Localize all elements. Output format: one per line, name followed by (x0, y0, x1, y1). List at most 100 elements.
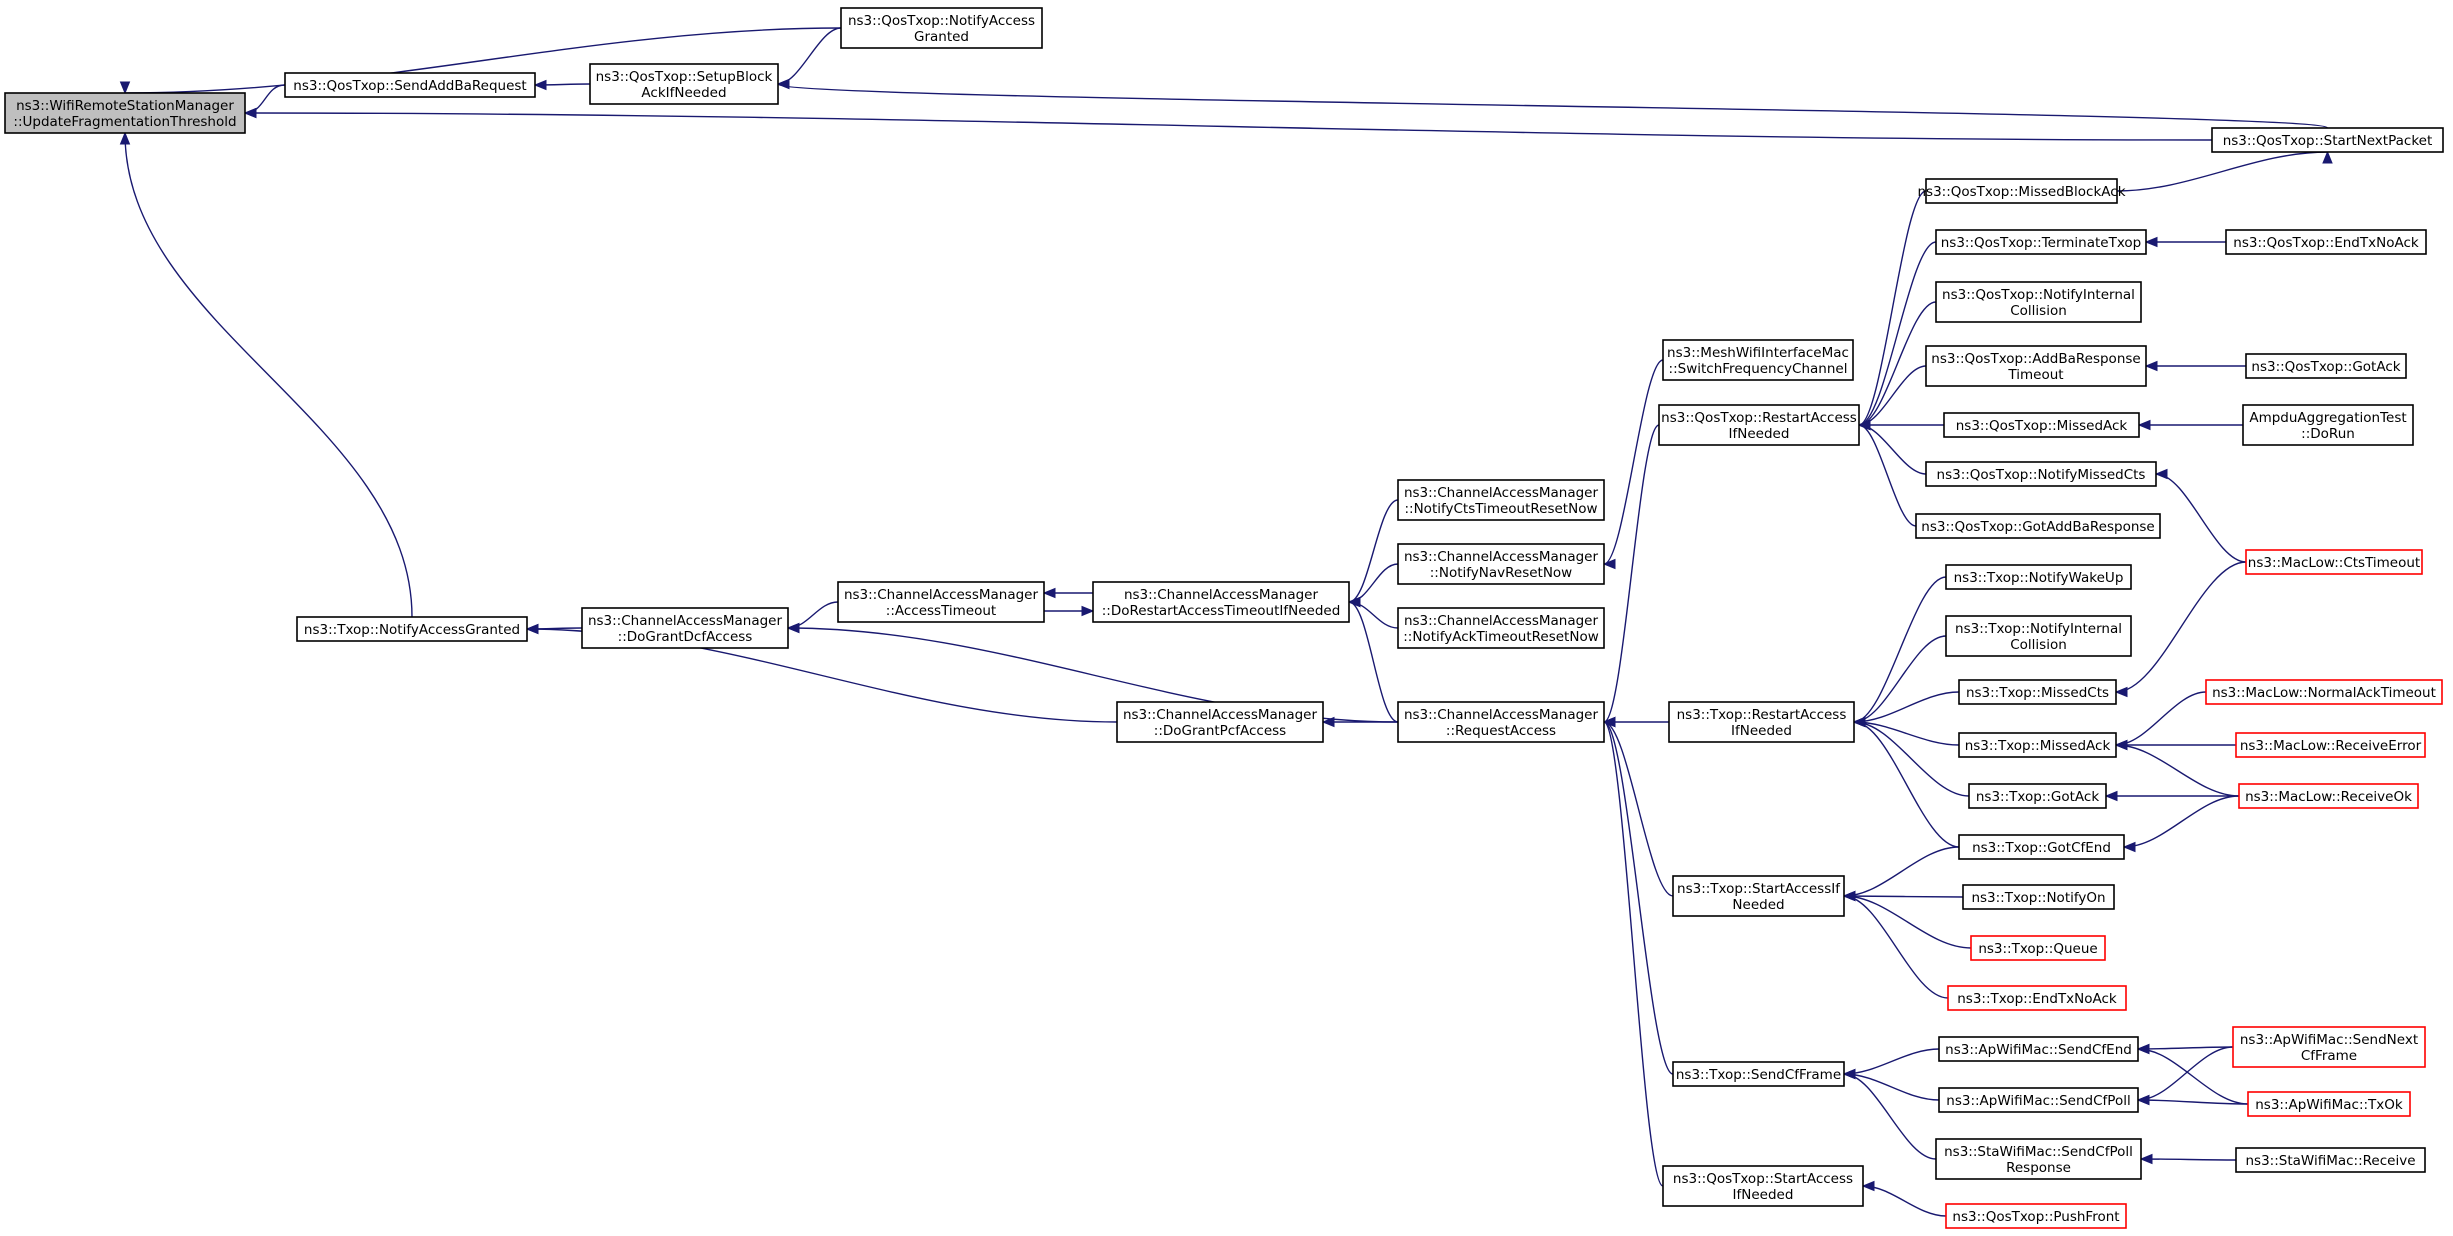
node-apSendCfPoll[interactable]: ns3::ApWifiMac::SendCfPoll (1938, 1087, 2139, 1113)
node-box[interactable] (1945, 1203, 2127, 1229)
node-box[interactable] (1397, 479, 1605, 521)
node-box[interactable] (837, 581, 1045, 623)
node-accessTimeout[interactable]: ns3::ChannelAccessManager::AccessTimeout (837, 581, 1045, 623)
node-doGrantDcf[interactable]: ns3::ChannelAccessManager::DoGrantDcfAcc… (581, 607, 789, 649)
node-box[interactable] (1092, 581, 1350, 623)
node-box[interactable] (1925, 345, 2147, 387)
node-txopGotAck[interactable]: ns3::Txop::GotAck (1968, 783, 2107, 809)
node-box[interactable] (1397, 543, 1605, 585)
node-box[interactable] (1116, 701, 1324, 743)
node-doGrantPcf[interactable]: ns3::ChannelAccessManager::DoGrantPcfAcc… (1116, 701, 1324, 743)
node-box[interactable] (1935, 281, 2142, 323)
node-box[interactable] (1935, 1138, 2142, 1180)
node-box[interactable] (1672, 1061, 1845, 1087)
node-box[interactable] (2245, 549, 2423, 575)
node-txopSendCfFrame[interactable]: ns3::Txop::SendCfFrame (1672, 1061, 1845, 1087)
node-txopMissedCts[interactable]: ns3::Txop::MissedCts (1958, 679, 2117, 705)
node-box[interactable] (1925, 178, 2118, 204)
node-box[interactable] (1935, 229, 2147, 255)
node-txopEndTxNoAck[interactable]: ns3::Txop::EndTxNoAck (1947, 985, 2127, 1011)
node-qosStartNextPacket[interactable]: ns3::QosTxop::StartNextPacket (2211, 127, 2444, 153)
node-macLowNormalAckTimeout[interactable]: ns3::MacLow::NormalAckTimeout (2205, 679, 2443, 705)
node-macLowReceiveError[interactable]: ns3::MacLow::ReceiveError (2235, 732, 2426, 758)
node-txopNotifyOn[interactable]: ns3::Txop::NotifyOn (1962, 884, 2115, 910)
node-box[interactable] (1668, 701, 1855, 743)
node-txopQueue[interactable]: ns3::Txop::Queue (1970, 935, 2106, 961)
node-box[interactable] (1943, 412, 2140, 438)
node-qosNotifyMissedCts[interactable]: ns3::QosTxop::NotifyMissedCts (1925, 461, 2157, 487)
node-box[interactable] (1938, 1036, 2139, 1062)
node-box[interactable] (1968, 783, 2107, 809)
node-qosGotAck[interactable]: ns3::QosTxop::GotAck (2245, 353, 2407, 379)
node-notifyAckReset[interactable]: ns3::ChannelAccessManager::NotifyAckTime… (1397, 607, 1605, 649)
node-box[interactable] (581, 607, 789, 649)
node-box[interactable] (2245, 353, 2407, 379)
node-qosMissedAck[interactable]: ns3::QosTxop::MissedAck (1943, 412, 2140, 438)
node-box[interactable] (1658, 404, 1860, 446)
node-box[interactable] (284, 72, 536, 98)
node-txopNotifyWakeUp[interactable]: ns3::Txop::NotifyWakeUp (1945, 564, 2132, 590)
node-box[interactable] (4, 92, 246, 134)
node-box[interactable] (2205, 679, 2443, 705)
node-box[interactable] (2247, 1091, 2411, 1117)
node-box[interactable] (2242, 404, 2414, 446)
node-root[interactable]: ns3::WifiRemoteStationManager::UpdateFra… (4, 92, 246, 134)
node-box[interactable] (589, 63, 779, 105)
node-txopMissedAck[interactable]: ns3::Txop::MissedAck (1958, 732, 2117, 758)
node-txopNotifyAccessGranted[interactable]: ns3::Txop::NotifyAccessGranted (296, 616, 528, 642)
node-box[interactable] (1962, 884, 2115, 910)
node-box[interactable] (2211, 127, 2444, 153)
node-box[interactable] (1945, 564, 2132, 590)
node-qosEndTxNoAck[interactable]: ns3::QosTxop::EndTxNoAck (2225, 229, 2427, 255)
node-qosTerminateTxop[interactable]: ns3::QosTxop::TerminateTxop (1935, 229, 2147, 255)
node-ampduDoRun[interactable]: AmpduAggregationTest::DoRun (2242, 404, 2414, 446)
node-box[interactable] (1672, 875, 1845, 917)
node-box[interactable] (1397, 607, 1605, 649)
node-box[interactable] (1970, 935, 2106, 961)
node-box[interactable] (840, 7, 1043, 49)
node-notifyNavReset[interactable]: ns3::ChannelAccessManager::NotifyNavRese… (1397, 543, 1605, 585)
node-box[interactable] (1947, 985, 2127, 1011)
node-macLowReceiveOk[interactable]: ns3::MacLow::ReceiveOk (2238, 783, 2419, 809)
node-box[interactable] (1958, 834, 2125, 860)
node-qosNotifyAccessGranted[interactable]: ns3::QosTxop::NotifyAccessGranted (840, 7, 1043, 49)
node-macLowCtsTimeout[interactable]: ns3::MacLow::CtsTimeout (2245, 549, 2423, 575)
node-box[interactable] (296, 616, 528, 642)
node-qosGotAddBaResponse[interactable]: ns3::QosTxop::GotAddBaResponse (1915, 513, 2161, 539)
node-notifyCtsReset[interactable]: ns3::ChannelAccessManager::NotifyCtsTime… (1397, 479, 1605, 521)
node-sendAddBa[interactable]: ns3::QosTxop::SendAddBaRequest (284, 72, 536, 98)
node-apSendCfEnd[interactable]: ns3::ApWifiMac::SendCfEnd (1938, 1036, 2139, 1062)
node-qosMissedBlockAck[interactable]: ns3::QosTxop::MissedBlockAck (1917, 178, 2126, 204)
node-apTxOk[interactable]: ns3::ApWifiMac::TxOk (2247, 1091, 2411, 1117)
node-box[interactable] (2235, 732, 2426, 758)
node-box[interactable] (1958, 732, 2117, 758)
node-box[interactable] (2235, 1147, 2426, 1173)
node-requestAccess[interactable]: ns3::ChannelAccessManager::RequestAccess (1397, 701, 1605, 743)
node-staReceive[interactable]: ns3::StaWifiMac::Receive (2235, 1147, 2426, 1173)
node-box[interactable] (1938, 1087, 2139, 1113)
node-box[interactable] (2225, 229, 2427, 255)
node-box[interactable] (1945, 615, 2132, 657)
node-box[interactable] (1915, 513, 2161, 539)
node-box[interactable] (2238, 783, 2419, 809)
node-box[interactable] (2232, 1026, 2426, 1068)
node-qosPushFront[interactable]: ns3::QosTxop::PushFront (1945, 1203, 2127, 1229)
node-txopGotCfEnd[interactable]: ns3::Txop::GotCfEnd (1958, 834, 2125, 860)
node-box[interactable] (1958, 679, 2117, 705)
node-doRestartTimeout[interactable]: ns3::ChannelAccessManager::DoRestartAcce… (1092, 581, 1350, 623)
node-switchFreq[interactable]: ns3::MeshWifiInterfaceMac::SwitchFrequen… (1662, 339, 1854, 381)
node-box[interactable] (1925, 461, 2157, 487)
node-box[interactable] (1397, 701, 1605, 743)
node-box[interactable] (1662, 339, 1854, 381)
node-box[interactable] (1662, 1165, 1864, 1207)
